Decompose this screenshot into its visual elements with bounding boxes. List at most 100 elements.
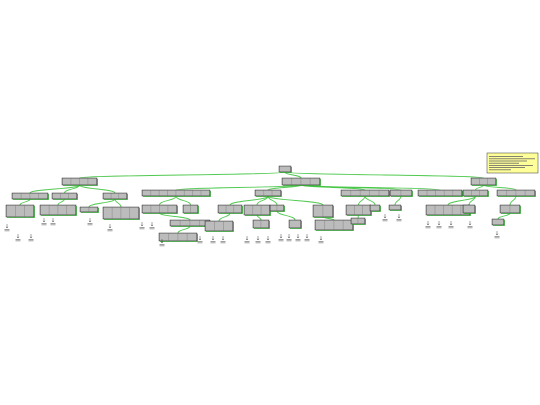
node-tile-B2h [325, 220, 334, 230]
edge-B1c-B1d [177, 225, 191, 234]
node-tile-B5 [453, 190, 461, 196]
node-tile-B1a [151, 205, 159, 213]
node-tile-A3a [89, 207, 97, 212]
node-tile-B3c [351, 218, 358, 224]
legend-line-1 [489, 158, 535, 160]
node-tile-B1b [183, 205, 190, 213]
leaf-label-20 [318, 241, 324, 242]
leaf-label-5 [87, 223, 93, 224]
node-tile-B2f [261, 220, 268, 228]
leaf-arrow-27 [495, 233, 499, 236]
node-tile-B3a [362, 205, 370, 215]
node-tile-A1 [12, 193, 21, 199]
edge-A-A3 [79, 184, 116, 194]
node-tile-B2d [323, 205, 332, 217]
node-tile-B [310, 178, 319, 185]
node-A3b [102, 206, 140, 220]
leaf-label-7 [139, 227, 145, 228]
node-tile-B1d [169, 233, 178, 241]
node-tile-C1 [479, 190, 487, 196]
node-tile-root [279, 166, 290, 172]
leaf-label-21 [382, 219, 388, 220]
leaf-label-3 [41, 224, 47, 226]
node-tile-C2a [500, 205, 510, 213]
node-tile-B3a [346, 205, 354, 215]
leaf-label-1 [15, 240, 21, 242]
node-tile-A3b [112, 207, 121, 219]
node-tile-B2a [226, 205, 234, 213]
edge-B1a-B1c [159, 212, 191, 221]
leaf-arrow-11 [211, 238, 215, 241]
edge-C2-C2a [509, 195, 517, 206]
node-tile-B1d [159, 233, 169, 241]
legend-line-6 [489, 169, 511, 171]
leaf-arrow-2 [29, 236, 33, 239]
leaf-label-1 [15, 239, 21, 240]
node-tile-B2c [270, 205, 277, 211]
node-tile-B3 [379, 190, 388, 196]
node-C2a [499, 204, 521, 214]
node-A1 [11, 192, 49, 200]
leaf-label-15 [265, 241, 271, 242]
node-tile-A2 [68, 193, 76, 199]
node-tile-B [301, 178, 310, 185]
node-tile-B [282, 178, 292, 185]
node-tile-B1a [142, 205, 151, 213]
node-tile-B3b [370, 205, 379, 211]
leaf-label-14 [255, 242, 261, 244]
node-tile-B1a [159, 205, 168, 213]
leaf-label-6 [107, 229, 113, 230]
node-tile-B2 [272, 190, 280, 196]
node-tile-A2 [60, 193, 68, 199]
leaf-label-18 [295, 239, 301, 240]
edge-B1-B1b [175, 195, 191, 206]
leaf-label-17 [286, 239, 292, 240]
node-tile-C1a [426, 205, 435, 215]
leaf-label-2 [28, 240, 34, 242]
node-tile-C2 [507, 190, 516, 196]
node-B2f [252, 219, 270, 229]
node-tile-C1 [463, 190, 471, 196]
node-tile-A3a [80, 207, 89, 212]
node-tile-B1a [168, 205, 176, 213]
node-tile-A1a [24, 205, 33, 217]
leaf-arrow-13 [245, 238, 249, 241]
leaf-label-6 [107, 230, 113, 232]
leaf-label-24 [436, 226, 442, 227]
edge-C1-C1a [447, 195, 476, 206]
node-tile-B4 [401, 190, 411, 196]
edge-B1-B1a [159, 195, 177, 206]
node-B1 [141, 189, 211, 197]
node-tile-B5 [427, 190, 436, 196]
node-B1a [141, 204, 178, 214]
node-tile-A3 [103, 193, 111, 199]
node-tile-B2 [255, 190, 264, 196]
leaf-label-2 [28, 239, 34, 240]
node-tile-C1 [471, 190, 479, 196]
leaf-arrow-23 [426, 223, 430, 226]
leaf-label-20 [318, 242, 324, 244]
node-tile-B1 [142, 190, 151, 196]
node-tile-A3 [119, 193, 126, 199]
leaf-label-0 [4, 229, 10, 230]
node-tile-A1a [6, 205, 15, 217]
leaf-label-25 [448, 226, 454, 227]
leaf-label-23 [425, 226, 431, 227]
edge-B2-B2c [267, 195, 278, 206]
node-tile-B2b [261, 205, 269, 215]
node-tile-B5 [418, 190, 427, 196]
edge-B4-B4a [394, 195, 402, 206]
leaf-arrow-26 [468, 223, 472, 226]
legend-line-0 [489, 156, 523, 157]
leaf-arrow-24 [437, 223, 441, 226]
leaf-label-26 [467, 226, 473, 227]
node-A3a [79, 206, 99, 213]
leaf-label-10 [197, 242, 203, 244]
leaf-label-24 [436, 227, 442, 229]
node-tile-B [292, 178, 301, 185]
legend-line-2 [489, 160, 527, 162]
node-tile-B3 [351, 190, 360, 196]
leaf-label-9 [159, 245, 165, 247]
